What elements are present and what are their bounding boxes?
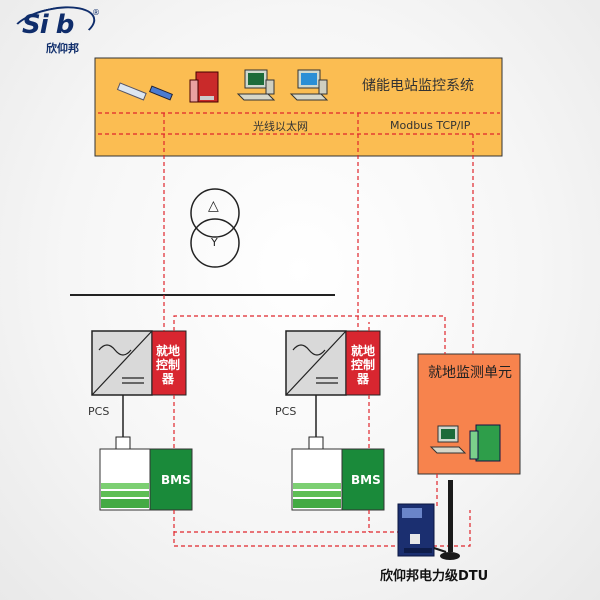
dtu-label: 欣仰邦电力级DTU <box>380 569 489 584</box>
bms-connector <box>115 436 131 450</box>
workstation-icon <box>429 425 467 454</box>
transformer-wye-symbol: Y <box>211 236 218 249</box>
fiber-ethernet-label: 光线以太网 <box>253 120 308 133</box>
company-logo-subtitle: 欣仰邦 <box>46 42 79 55</box>
monitoring-system-title: 储能电站监控系统 <box>362 78 474 94</box>
server-icon <box>189 71 219 103</box>
workstation-icon <box>236 69 276 101</box>
bms-box <box>341 448 385 511</box>
modbus-label: Modbus TCP/IP <box>390 119 471 132</box>
local-monitoring-unit-box <box>417 353 521 475</box>
dtu-device <box>397 503 435 557</box>
battery-pack <box>99 448 151 511</box>
registered-mark: ® <box>92 8 100 17</box>
pcs-label: PCS <box>88 405 110 418</box>
local-monitoring-unit-label: 就地监测单元 <box>428 365 512 381</box>
transformer-primary-coil <box>190 188 240 238</box>
antenna-icon <box>433 480 460 560</box>
company-logo: Si b <box>22 10 74 40</box>
bms-box <box>149 448 193 511</box>
local-controller-label: 就地控制器 <box>155 344 180 386</box>
communication-dashed-lines <box>163 113 474 547</box>
local-controller-label: 就地控制器 <box>350 344 375 386</box>
bms-label: BMS <box>161 473 191 487</box>
server-icon <box>469 424 501 462</box>
bms-connector <box>308 436 324 450</box>
battery-pack <box>291 448 343 511</box>
local-controller-box <box>345 330 381 396</box>
router-icon <box>149 85 173 101</box>
workstation-icon <box>289 69 329 101</box>
pcs-label: PCS <box>275 405 297 418</box>
pcs-inverter <box>285 330 347 396</box>
transformer-delta-symbol: △ <box>208 198 219 214</box>
switch-icon <box>116 82 147 101</box>
transformer-secondary-coil <box>190 218 240 268</box>
pcs-inverter <box>91 330 153 396</box>
local-controller-box <box>151 330 187 396</box>
bms-label: BMS <box>351 473 381 487</box>
